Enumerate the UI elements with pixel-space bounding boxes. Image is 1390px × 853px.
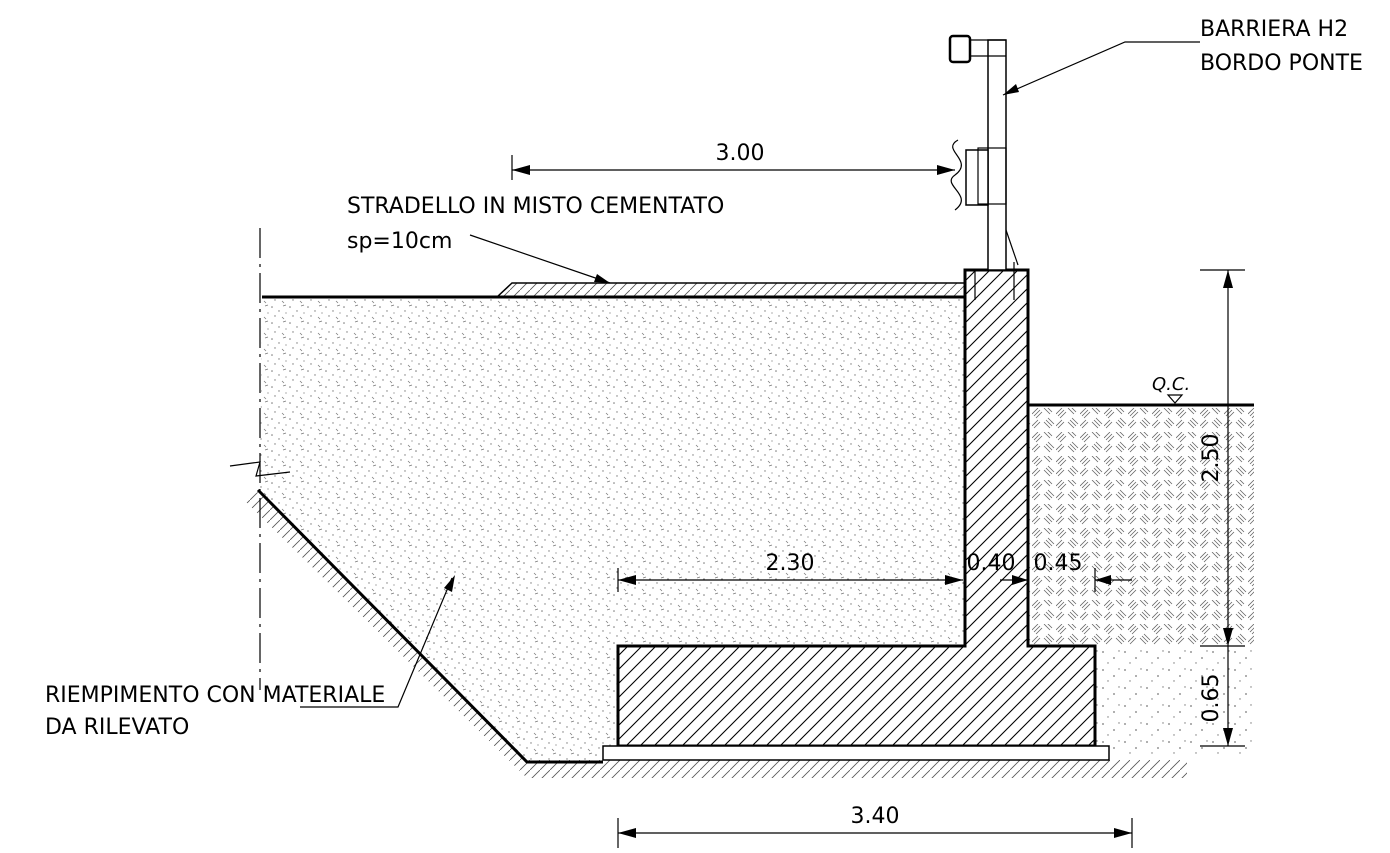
dim-stem-text: 0.40 xyxy=(967,551,1016,576)
dim-heel: 2.30 xyxy=(617,551,963,592)
barrier-leader xyxy=(1002,41,1200,96)
road-arrow xyxy=(594,274,610,283)
fill-leader xyxy=(300,577,453,708)
dim-stem-height-text: 2.50 xyxy=(1199,434,1224,483)
qc-label: Q.C. xyxy=(1152,374,1190,395)
level-marker-icon xyxy=(1166,394,1184,404)
base-ground-hatch xyxy=(527,760,1187,778)
road-surface xyxy=(495,282,966,298)
barrier-label-2: BORDO PONTE xyxy=(1200,51,1363,76)
fill-label-2: DA RILEVATO xyxy=(45,715,189,740)
barrier-label-1: BARRIERA H2 xyxy=(1200,17,1348,42)
natural-ground xyxy=(1028,406,1254,646)
dim-road-width: 3.00 xyxy=(511,141,955,180)
dim-footing-width: 3.40 xyxy=(617,804,1133,848)
road-label-1: STRADELLO IN MISTO CEMENTATO xyxy=(347,194,724,219)
foundation-soil xyxy=(1095,646,1254,756)
dim-toe-text: 0.45 xyxy=(1034,551,1083,576)
road-label-2: sp=10cm xyxy=(347,229,452,254)
barrier-arrow xyxy=(1003,84,1019,95)
lean-concrete xyxy=(602,745,1110,761)
barrier-h2 xyxy=(948,34,1019,300)
excavation-slope-hatch xyxy=(244,492,527,778)
break-symbol xyxy=(229,461,291,477)
dim-heel-text: 2.30 xyxy=(766,551,815,576)
dim-footing-thickness-text: 0.65 xyxy=(1199,674,1224,723)
dim-footing-width-text: 3.40 xyxy=(851,804,900,829)
dim-stem-height: 2.50 xyxy=(1199,269,1245,647)
dim-road-width-text: 3.00 xyxy=(716,141,765,166)
dim-stem-toe: 0.40 0.45 xyxy=(967,551,1132,592)
road-leader xyxy=(469,234,611,284)
excavation-line xyxy=(256,488,603,764)
dim-footing-thickness: 0.65 xyxy=(1199,646,1245,747)
fill-arrow xyxy=(444,575,455,592)
fill-label-1: RIEMPIMENTO CON MATERIALE xyxy=(45,683,385,708)
